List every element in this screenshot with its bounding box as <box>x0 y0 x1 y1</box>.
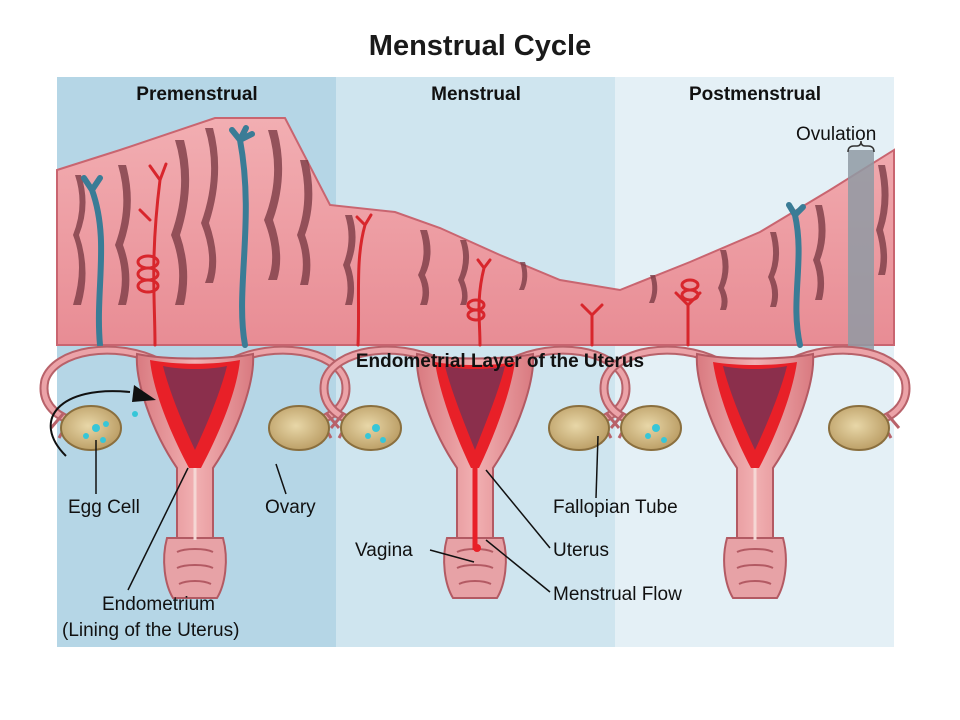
label-uterus: Uterus <box>553 540 609 561</box>
subtitle: Endometrial Layer of the Uterus <box>355 351 645 372</box>
ovulation-bracket <box>847 140 875 153</box>
label-menstrual-flow: Menstrual Flow <box>553 584 682 605</box>
leader-lines <box>95 435 599 593</box>
uterus-premenstrual <box>44 350 346 598</box>
egg-path-arrow <box>49 390 131 457</box>
label-egg-cell: Egg Cell <box>68 497 140 518</box>
phase-menstrual: Menstrual <box>431 84 521 105</box>
veins <box>81 125 806 348</box>
ovulation-label: Ovulation <box>796 124 877 145</box>
egg-cells <box>83 411 667 443</box>
label-endometrium: Endometrium <box>102 594 215 615</box>
uterus-postmenstrual <box>604 350 906 598</box>
label-fallopian-tube: Fallopian Tube <box>553 497 678 518</box>
endometrial-glands <box>73 128 889 310</box>
diagram-title: Menstrual Cycle <box>368 30 592 62</box>
arteries <box>136 162 702 347</box>
label-ovary: Ovary <box>265 497 316 518</box>
ovulation-bar <box>848 150 874 355</box>
uterus-menstrual <box>324 350 626 598</box>
arrowhead-icon <box>132 385 156 402</box>
label-vagina: Vagina <box>355 540 413 561</box>
phase-postmenstrual: Postmenstrual <box>689 84 821 105</box>
label-endometrium-lining: (Lining of the Uterus) <box>62 620 240 641</box>
phase-premenstrual: Premenstrual <box>136 84 258 105</box>
